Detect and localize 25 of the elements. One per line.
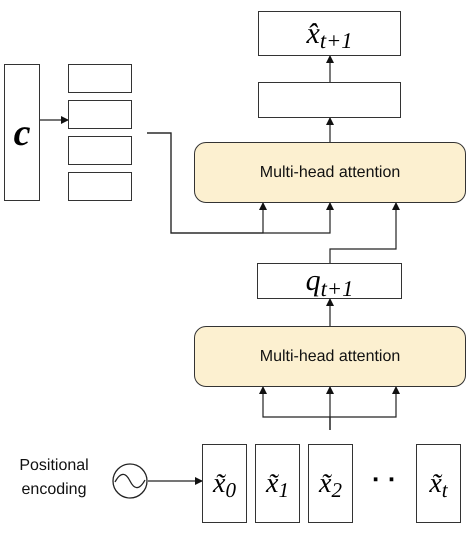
empty-box [258,82,401,118]
positional-encoding-label: Positional encoding [18,456,90,500]
token-box: x̃$_{1}$ [255,444,300,523]
empty-box [68,100,132,129]
context-vector-box: c [4,64,40,201]
arrow [148,477,203,485]
math-box: q$_{t+1}$ [257,263,402,299]
ellipsis-dots: · · [372,466,397,492]
empty-box [68,64,132,93]
arrow [326,298,334,326]
arrow [147,132,334,234]
arrow [40,116,69,124]
empty-box [68,172,132,201]
token-box: x̃$_{t}$ [416,444,461,523]
arrow [329,202,400,263]
wave-circle-icon [112,463,148,499]
attention-block: Multi-head attention [194,326,466,387]
math-box: x̂$_{t+1}$ [258,11,401,56]
arrow [329,386,400,430]
empty-box [68,136,132,165]
token-box: x̃$_{0}$ [202,444,247,523]
arrow [326,117,334,142]
token-box: x̃$_{2}$ [308,444,353,523]
arrow [326,55,334,82]
attention-block: Multi-head attention [194,142,466,203]
